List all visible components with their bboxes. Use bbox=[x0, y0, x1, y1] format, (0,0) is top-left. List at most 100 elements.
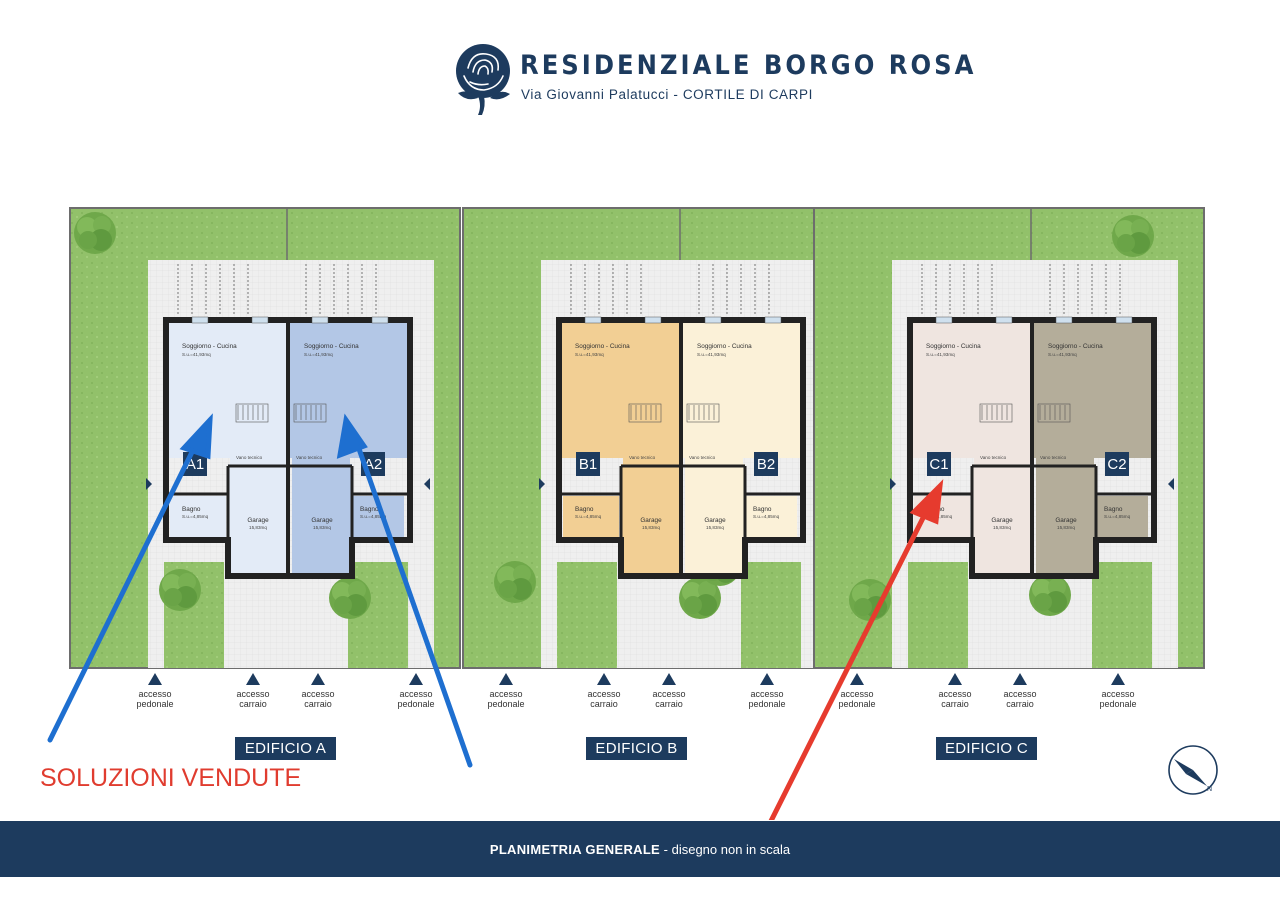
arrow-c1-head bbox=[909, 479, 944, 525]
triangle-marker-icon bbox=[1168, 478, 1174, 490]
triangle-marker-icon bbox=[539, 478, 545, 490]
room-label-garage: Garage bbox=[247, 517, 269, 524]
room-area-bath: S.u.=4,85mq bbox=[575, 514, 602, 519]
footer-caption: PLANIMETRIA GENERALE - disegno non in sc… bbox=[0, 842, 1280, 857]
room-area-garage: 15,83mq bbox=[993, 525, 1011, 530]
unit-C2-bath bbox=[1092, 496, 1148, 540]
sold-arrows-overlay bbox=[47, 413, 944, 820]
site-plan: Soggiorno - CucinaS.u.=41,93mqGarage15,8… bbox=[69, 207, 1205, 685]
room-label-living: Soggiorno - Cucina bbox=[182, 343, 237, 350]
access-marker-icon bbox=[409, 673, 423, 685]
room-area-garage: 15,83mq bbox=[642, 525, 660, 530]
window bbox=[584, 316, 602, 324]
unit-C1-living bbox=[910, 322, 1032, 458]
front-lawn-left bbox=[557, 562, 617, 668]
building-label-c: EDIFICIO C bbox=[936, 737, 1037, 760]
unit-B2-bath bbox=[741, 496, 797, 540]
access-marker-icon bbox=[499, 673, 513, 685]
unit-tag-label-B1: B1 bbox=[579, 456, 597, 473]
room-label-garage: Garage bbox=[991, 517, 1013, 524]
room-label-tech: Vano tecnico bbox=[629, 455, 656, 460]
unit-C2-garage bbox=[1036, 464, 1096, 576]
building-block-c: Soggiorno - CucinaS.u.=41,93mqGarage15,8… bbox=[813, 207, 1205, 669]
unit-C1-garage bbox=[972, 464, 1032, 576]
brand-title: RESIDENZIALE BORGO ROSA bbox=[520, 50, 977, 81]
footer-caption-rest: - disegno non in scala bbox=[660, 842, 791, 857]
room-label-garage: Garage bbox=[704, 517, 726, 524]
unit-B2-living bbox=[681, 322, 803, 458]
room-area-garage: 15,83mq bbox=[313, 525, 331, 530]
room-label-tech: Vano tecnico bbox=[236, 455, 263, 460]
room-label-garage: Garage bbox=[1055, 517, 1077, 524]
window bbox=[644, 316, 662, 324]
window bbox=[764, 316, 782, 324]
room-label-bath: Bagno bbox=[182, 506, 201, 513]
window bbox=[995, 316, 1013, 324]
stair-outline bbox=[235, 403, 269, 423]
room-label-tech: Vano tecnico bbox=[296, 455, 323, 460]
triangle-marker-icon bbox=[424, 478, 430, 490]
room-area-garage: 15,83mq bbox=[249, 525, 267, 530]
room-area-living: S.u.=41,93mq bbox=[1048, 352, 1077, 357]
arrow-a2-head bbox=[336, 413, 368, 459]
front-lawn-left bbox=[908, 562, 968, 668]
room-area-living: S.u.=41,93mq bbox=[304, 352, 333, 357]
window bbox=[311, 316, 329, 324]
room-label-garage: Garage bbox=[640, 517, 662, 524]
svg-text:N: N bbox=[1207, 786, 1212, 793]
unit-tag-C2 bbox=[1105, 452, 1129, 476]
brand-subtitle: Via Giovanni Palatucci - CORTILE DI CARP… bbox=[521, 87, 813, 102]
unit-A1-garage bbox=[228, 464, 288, 576]
unit-tag-label-C1: C1 bbox=[929, 456, 948, 473]
room-area-bath: S.u.=4,85mq bbox=[360, 514, 387, 519]
window bbox=[704, 316, 722, 324]
triangle-marker-icon bbox=[890, 478, 896, 490]
access-marker-icon bbox=[148, 673, 162, 685]
unit-tag-label-B2: B2 bbox=[757, 456, 775, 473]
stair-outline bbox=[1037, 403, 1071, 423]
room-label-bath: Bagno bbox=[1104, 506, 1123, 513]
unit-B1-garage bbox=[621, 464, 681, 576]
unit-B2-tech bbox=[685, 458, 743, 468]
room-area-bath: S.u.=4,85mq bbox=[1104, 514, 1131, 519]
room-area-living: S.u.=41,93mq bbox=[926, 352, 955, 357]
unit-tag-B1 bbox=[576, 452, 600, 476]
unit-A1-bath bbox=[170, 496, 226, 540]
unit-tag-B2 bbox=[754, 452, 778, 476]
footer-band bbox=[0, 821, 1280, 877]
access-marker-icon bbox=[850, 673, 864, 685]
room-label-living: Soggiorno - Cucina bbox=[575, 343, 630, 350]
room-label-bath: Bagno bbox=[575, 506, 594, 513]
window bbox=[1115, 316, 1133, 324]
room-area-living: S.u.=41,93mq bbox=[697, 352, 726, 357]
arrow-a1-shaft bbox=[47, 441, 199, 743]
rose-logo-icon bbox=[456, 44, 510, 115]
room-area-bath: S.u.=4,85mq bbox=[926, 514, 953, 519]
unit-A2-garage bbox=[292, 464, 352, 576]
room-label-living: Soggiorno - Cucina bbox=[304, 343, 359, 350]
arrow-a2-shaft bbox=[355, 443, 473, 768]
access-marker-icon bbox=[662, 673, 676, 685]
window bbox=[371, 316, 389, 324]
access-marker-icon bbox=[760, 673, 774, 685]
room-area-bath: S.u.=4,85mq bbox=[753, 514, 780, 519]
room-area-garage: 15,83mq bbox=[706, 525, 724, 530]
room-label-living: Soggiorno - Cucina bbox=[1048, 343, 1103, 350]
stair-outline bbox=[628, 403, 662, 423]
unit-C2-living bbox=[1032, 322, 1154, 458]
room-label-tech: Vano tecnico bbox=[689, 455, 716, 460]
room-area-living: S.u.=41,93mq bbox=[575, 352, 604, 357]
building-block-a: Soggiorno - CucinaS.u.=41,93mqGarage15,8… bbox=[69, 207, 461, 669]
north-compass-icon: N bbox=[1168, 745, 1218, 795]
unit-tag-C1 bbox=[927, 452, 951, 476]
access-marker-icon bbox=[1111, 673, 1125, 685]
triangle-marker-icon bbox=[146, 478, 152, 490]
access-marker-icon bbox=[1013, 673, 1027, 685]
unit-C1-tech bbox=[974, 458, 1032, 468]
room-label-tech: Vano tecnico bbox=[1040, 455, 1067, 460]
